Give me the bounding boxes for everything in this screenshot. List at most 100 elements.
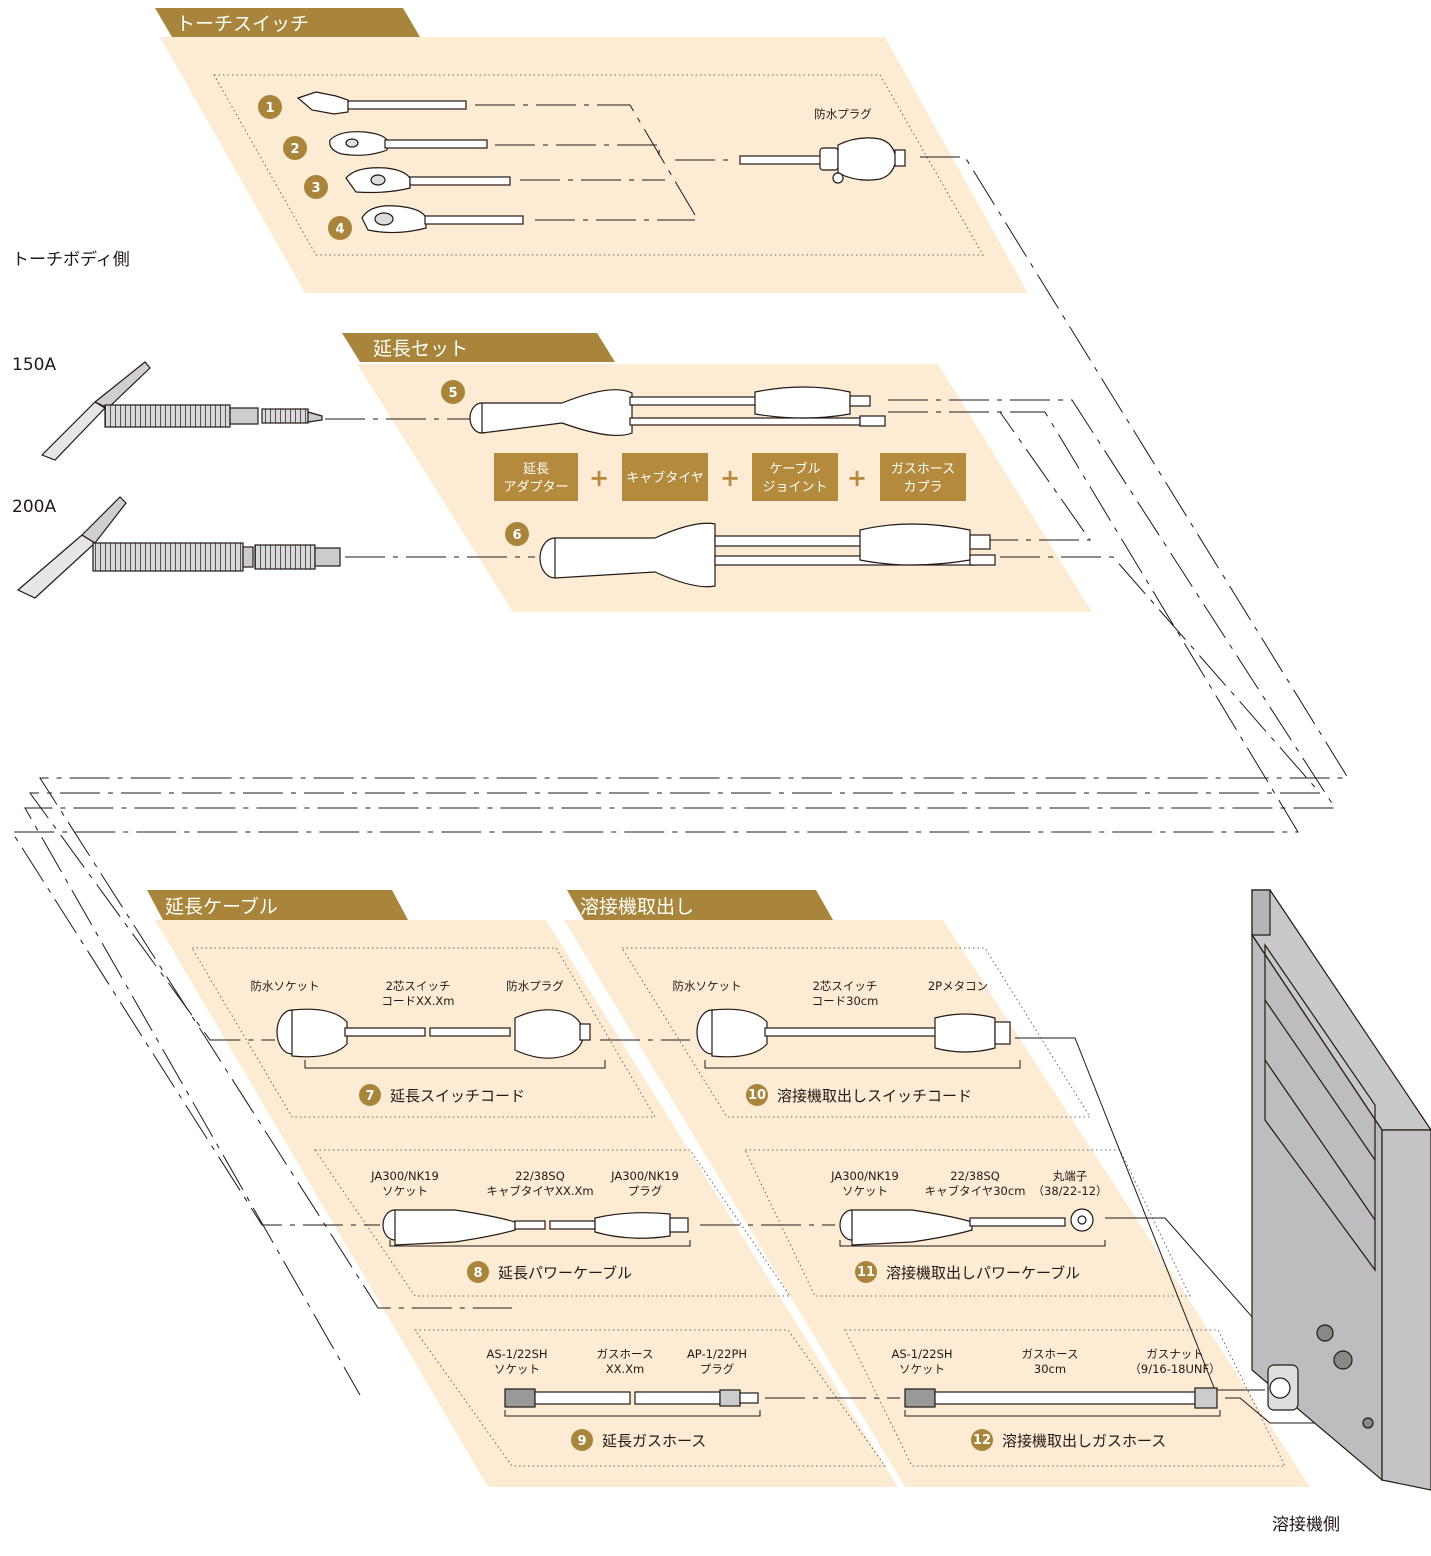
plus-1: + [589, 464, 609, 492]
svg-text:JA300/NK19: JA300/NK19 [830, 1169, 899, 1183]
plus-3: + [847, 464, 867, 492]
torch-switch-frame [213, 74, 984, 256]
component-box-adapter: 延長 アダプター [494, 453, 578, 501]
svg-text:ソケット: ソケット [842, 1184, 888, 1198]
out-switch-frame [621, 947, 1091, 1118]
route-line-a [39, 156, 1349, 1309]
welder-side-label: 溶接機側 [1272, 1515, 1340, 1535]
torch-body-side-label: トーチボディ側 [12, 250, 130, 270]
caption-10: 10 溶接機取出しスイッチコード [746, 1084, 972, 1106]
svg-text:延長スイッチコード: 延長スイッチコード [390, 1087, 525, 1105]
svg-text:延長パワーケーブル: 延長パワーケーブル [498, 1264, 632, 1282]
caption-7: 7 延長スイッチコード [359, 1084, 525, 1106]
amp-150-label: 150A [12, 355, 57, 375]
bracket-11 [839, 1240, 1106, 1247]
torch-switch-3 [345, 167, 511, 194]
svg-text:（9/16-18UNF）: （9/16-18UNF） [1129, 1362, 1220, 1376]
svg-text:ガスホース: ガスホース [891, 462, 955, 477]
out-switch-cord [696, 1008, 1011, 1058]
bracket-9 [504, 1410, 761, 1417]
ext-power-labels: JA300/NK19 ソケット 22/38SQ キャブタイヤXX.Xm JA30… [370, 1169, 679, 1198]
ext-gas-hose [504, 1388, 759, 1408]
svg-text:ガスナット: ガスナット [1146, 1347, 1204, 1361]
svg-text:ケーブル: ケーブル [769, 461, 820, 477]
bracket-12 [904, 1410, 1221, 1417]
svg-text:22/38SQ: 22/38SQ [515, 1169, 565, 1183]
svg-text:AS-1/22SH: AS-1/22SH [891, 1347, 952, 1361]
component-box-joint: ケーブル ジョイント [752, 453, 838, 501]
svg-text:キャブタイヤ30cm: キャブタイヤ30cm [925, 1184, 1026, 1198]
svg-text:10: 10 [748, 1088, 766, 1103]
route-line-d [29, 556, 1322, 1041]
svg-text:ソケット: ソケット [382, 1184, 428, 1198]
torch-150a [40, 361, 323, 461]
out-switch-labels: 防水ソケット 2芯スイッチ コード30cm 2Pメタコン [673, 979, 989, 1008]
svg-text:2芯スイッチ: 2芯スイッチ [813, 979, 878, 993]
svg-text:延長セット: 延長セット [373, 338, 468, 360]
svg-text:アダプター: アダプター [503, 480, 568, 495]
component-box-cabtire: キャブタイヤ [622, 453, 708, 501]
svg-text:防水プラグ: 防水プラグ [506, 979, 564, 993]
ext-gas-labels: AS-1/22SH ソケット ガスホース XX.Xm AP-1/22PH プラグ [486, 1347, 747, 1376]
svg-text:JA300/NK19: JA300/NK19 [370, 1169, 439, 1183]
svg-text:コード30cm: コード30cm [812, 994, 879, 1008]
bracket-7 [304, 1060, 606, 1069]
caption-11: 11 溶接機取出しパワーケーブル [855, 1261, 1080, 1283]
route-line-b [24, 399, 1336, 1396]
component-box-coupler: ガスホース カプラ [880, 453, 966, 501]
amp-200-label: 200A [12, 497, 57, 517]
badge-6: 6 [512, 528, 521, 543]
route-line-c [11, 411, 1299, 1226]
torch-switch-numbers: 1 2 3 4 [258, 95, 352, 240]
svg-text:JA300/NK19: JA300/NK19 [610, 1169, 679, 1183]
svg-text:ソケット: ソケット [899, 1362, 945, 1376]
svg-text:溶接機取出し: 溶接機取出し [580, 896, 694, 918]
svg-text:ソケット: ソケット [494, 1362, 540, 1376]
svg-text:延長ガスホース: 延長ガスホース [602, 1432, 706, 1450]
bracket-8 [389, 1240, 691, 1247]
svg-text:延長ケーブル: 延長ケーブル [165, 895, 278, 918]
svg-text:溶接機取出しスイッチコード: 溶接機取出しスイッチコード [777, 1087, 972, 1105]
svg-text:2芯スイッチ: 2芯スイッチ [386, 979, 451, 993]
caption-9: 9 延長ガスホース [571, 1429, 706, 1451]
out-power-cable [839, 1208, 1094, 1246]
svg-text:トーチスイッチ: トーチスイッチ [176, 13, 309, 35]
svg-text:9: 9 [577, 1434, 586, 1449]
svg-text:防水ソケット: 防水ソケット [251, 979, 320, 993]
svg-text:溶接機取出しガスホース: 溶接機取出しガスホース [1002, 1432, 1166, 1450]
welder-output-title: 溶接機取出し [567, 890, 833, 920]
badge-2: 2 [290, 142, 299, 157]
plug-label-torch: 防水プラグ [814, 107, 872, 121]
torch-switch-4 [361, 205, 524, 234]
badge-1: 1 [265, 101, 274, 116]
extension-set-5 [469, 386, 886, 437]
machine-link-switch [1015, 1037, 1265, 1391]
svg-text:8: 8 [473, 1266, 482, 1281]
ext-gas-frame [414, 1329, 886, 1467]
svg-text:プラグ: プラグ [700, 1362, 735, 1376]
out-power-frame [744, 1149, 1191, 1297]
svg-text:キャブタイヤXX.Xm: キャブタイヤXX.Xm [486, 1184, 593, 1198]
caption-12: 12 溶接機取出しガスホース [971, 1429, 1166, 1451]
route-line-e [978, 411, 1091, 541]
ext-power-frame [314, 1149, 791, 1297]
extension-cable-panel [155, 920, 898, 1487]
svg-text:（38/22-12）: （38/22-12） [1033, 1184, 1108, 1198]
svg-text:ガスホース: ガスホース [597, 1347, 654, 1361]
svg-text:防水ソケット: 防水ソケット [673, 979, 742, 993]
caption-8: 8 延長パワーケーブル [467, 1261, 632, 1283]
switch1-link [475, 104, 696, 216]
badge-4: 4 [335, 222, 344, 237]
extension-set-title: 延長セット [342, 333, 615, 362]
svg-text:ガスホース: ガスホース [1022, 1347, 1079, 1361]
torch-switch-title: トーチスイッチ [155, 8, 420, 37]
torch-switch-1 [296, 91, 467, 115]
svg-text:AS-1/22SH: AS-1/22SH [486, 1347, 547, 1361]
ext-switch-labels: 防水ソケット 2芯スイッチ コードXX.Xm 防水プラグ [251, 979, 565, 1008]
svg-text:2Pメタコン: 2Pメタコン [928, 979, 988, 993]
svg-text:12: 12 [973, 1433, 991, 1448]
svg-text:延長: 延長 [523, 462, 549, 477]
svg-text:XX.Xm: XX.Xm [606, 1362, 645, 1376]
welder-output-panel [564, 920, 1310, 1487]
